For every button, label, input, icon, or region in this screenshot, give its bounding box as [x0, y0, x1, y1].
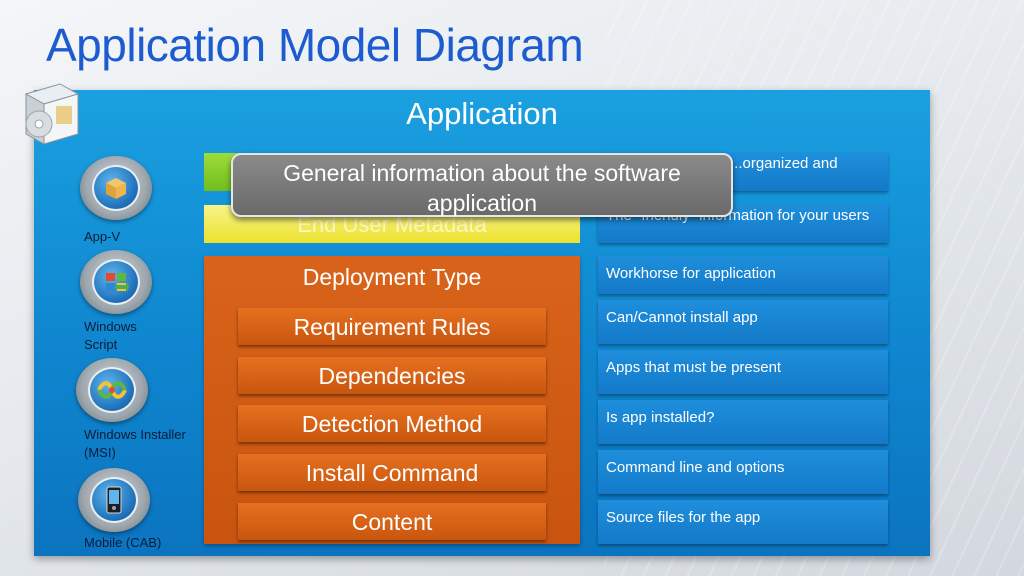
app-v-icon	[80, 156, 152, 220]
windows-script-icon	[80, 250, 152, 314]
content-bar: Content	[238, 503, 546, 540]
dependencies-bar: Dependencies	[238, 357, 546, 394]
deployment-type-title: Deployment Type	[302, 264, 482, 290]
general-information-callout: General information about the software a…	[231, 153, 733, 217]
detection-method-bar: Detection Method	[238, 405, 546, 442]
deployment-type-block: Deployment Type Requirement Rules Depend…	[204, 256, 580, 544]
icon-label-mobile-cab: Mobile (CAB)	[84, 535, 162, 550]
icon-label-windows-script: Windows Script	[84, 319, 137, 352]
icon-label-windows-installer: Windows Installer (MSI)	[84, 427, 186, 460]
general-description-text: ...organized and	[730, 155, 838, 172]
content-description: Source files for the app	[598, 500, 888, 544]
install-command-bar: Install Command	[238, 454, 546, 491]
requirement-rules-description: Can/Cannot install app	[598, 300, 888, 344]
panel-title: Application	[406, 96, 558, 131]
icon-label-app-v: App-V	[84, 229, 121, 244]
software-package-icon	[20, 80, 82, 148]
mobile-cab-icon	[78, 468, 150, 532]
deployment-description: Workhorse for application	[598, 256, 888, 294]
requirement-rules-bar: Requirement Rules	[238, 308, 546, 345]
detection-method-description: Is app installed?	[598, 400, 888, 444]
windows-installer-icon	[76, 358, 148, 422]
slide-title: Application Model Diagram	[46, 19, 584, 71]
install-command-description: Command line and options	[598, 450, 888, 494]
dependencies-description: Apps that must be present	[598, 350, 888, 394]
